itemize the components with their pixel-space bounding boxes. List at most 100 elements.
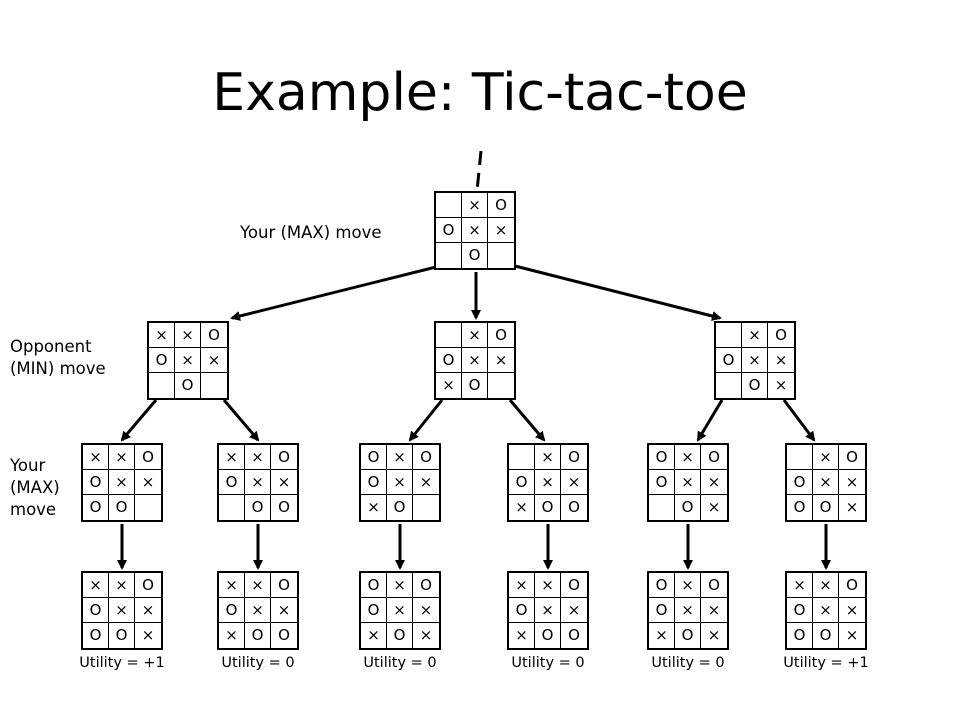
o-mark: O (245, 495, 271, 520)
edge-min3-to-max-5 (696, 399, 724, 442)
x-mark: × (387, 573, 413, 598)
o-mark: O (387, 495, 413, 520)
o-mark: O (509, 470, 535, 495)
edge-min1-to-max-2 (222, 399, 260, 442)
o-mark: O (568, 498, 580, 516)
empty-cell (488, 243, 514, 268)
x-mark: × (109, 445, 135, 470)
x-mark: × (83, 573, 109, 598)
x-mark: × (488, 348, 514, 373)
empty-cell (488, 373, 514, 398)
empty-cell (135, 495, 161, 520)
o-mark: O (839, 573, 865, 598)
x-mark: × (813, 598, 839, 623)
o-mark: O (83, 598, 109, 623)
o-mark: O (462, 243, 488, 268)
max-move-label-2-line-1: Your (10, 456, 46, 475)
o-mark: O (535, 623, 561, 648)
o-mark: O (768, 323, 794, 348)
o-mark: O (787, 495, 813, 520)
x-mark: × (839, 598, 865, 623)
empty-cell (219, 495, 245, 520)
x-mark: × (509, 495, 535, 520)
page-title: Example: Tic-tac-toe (212, 63, 748, 123)
utility-label-6: Utility = +1 (783, 655, 869, 671)
o-mark: O (413, 573, 439, 598)
min-move-label-line-2: (MIN) move (10, 359, 106, 378)
x-mark: × (219, 573, 245, 598)
x-mark: × (535, 598, 561, 623)
x-mark: × (787, 573, 813, 598)
x-mark: × (509, 573, 535, 598)
o-mark: O (83, 470, 109, 495)
o-mark: O (561, 445, 587, 470)
o-mark: O (135, 573, 161, 598)
x-mark: × (83, 445, 109, 470)
o-mark: O (387, 623, 413, 648)
x-mark: × (109, 573, 135, 598)
x-mark: × (742, 348, 768, 373)
empty-cell (649, 495, 675, 520)
max-move-label-2-line-2: (MAX) (10, 478, 60, 497)
x-mark: × (109, 598, 135, 623)
o-mark: O (675, 495, 701, 520)
x-mark: × (561, 598, 587, 623)
edge-min2-to-max-3 (408, 399, 444, 442)
max-move-label-2: Your (MAX) move (10, 455, 60, 521)
o-mark: O (361, 573, 387, 598)
x-mark: × (219, 445, 245, 470)
x-mark: × (813, 470, 839, 495)
x-mark: × (675, 470, 701, 495)
o-mark: O (787, 598, 813, 623)
o-mark: O (271, 573, 297, 598)
x-mark: × (109, 470, 135, 495)
x-mark: × (813, 573, 839, 598)
max-move-label: Your (MAX) move (240, 223, 382, 242)
o-mark: O (839, 445, 865, 470)
utility-label-3: Utility = 0 (363, 655, 437, 671)
edge-min3-to-max-6 (782, 399, 816, 442)
o-mark: O (175, 373, 201, 398)
o-mark: O (462, 373, 488, 398)
x-mark: × (535, 445, 561, 470)
x-mark: × (774, 376, 788, 394)
x-mark: × (675, 598, 701, 623)
x-mark: × (219, 623, 245, 648)
o-mark: O (561, 573, 587, 598)
x-mark: × (413, 470, 439, 495)
o-mark: O (361, 470, 387, 495)
edge-min2-to-max-4 (508, 399, 546, 442)
x-mark: × (149, 323, 175, 348)
o-mark: O (649, 470, 675, 495)
o-mark: O (361, 598, 387, 623)
max-move-label-2-line-3: move (10, 500, 57, 519)
o-mark: O (701, 573, 727, 598)
o-mark: O (488, 193, 514, 218)
utility-label-1: Utility = +1 (79, 655, 165, 671)
x-mark: × (701, 598, 727, 623)
o-mark: O (271, 445, 297, 470)
o-mark: O (509, 598, 535, 623)
empty-cell (149, 373, 175, 398)
edge-root-to-min-1 (230, 264, 441, 321)
x-mark: × (271, 598, 297, 623)
min-move-label-line-1: Opponent (10, 337, 92, 356)
empty-cell (413, 495, 439, 520)
empty-cell (436, 193, 462, 218)
o-mark: O (361, 445, 387, 470)
x-mark: × (135, 470, 161, 495)
x-mark: × (462, 218, 488, 243)
empty-cell (436, 243, 462, 268)
x-mark: × (175, 348, 201, 373)
x-mark: × (742, 323, 768, 348)
